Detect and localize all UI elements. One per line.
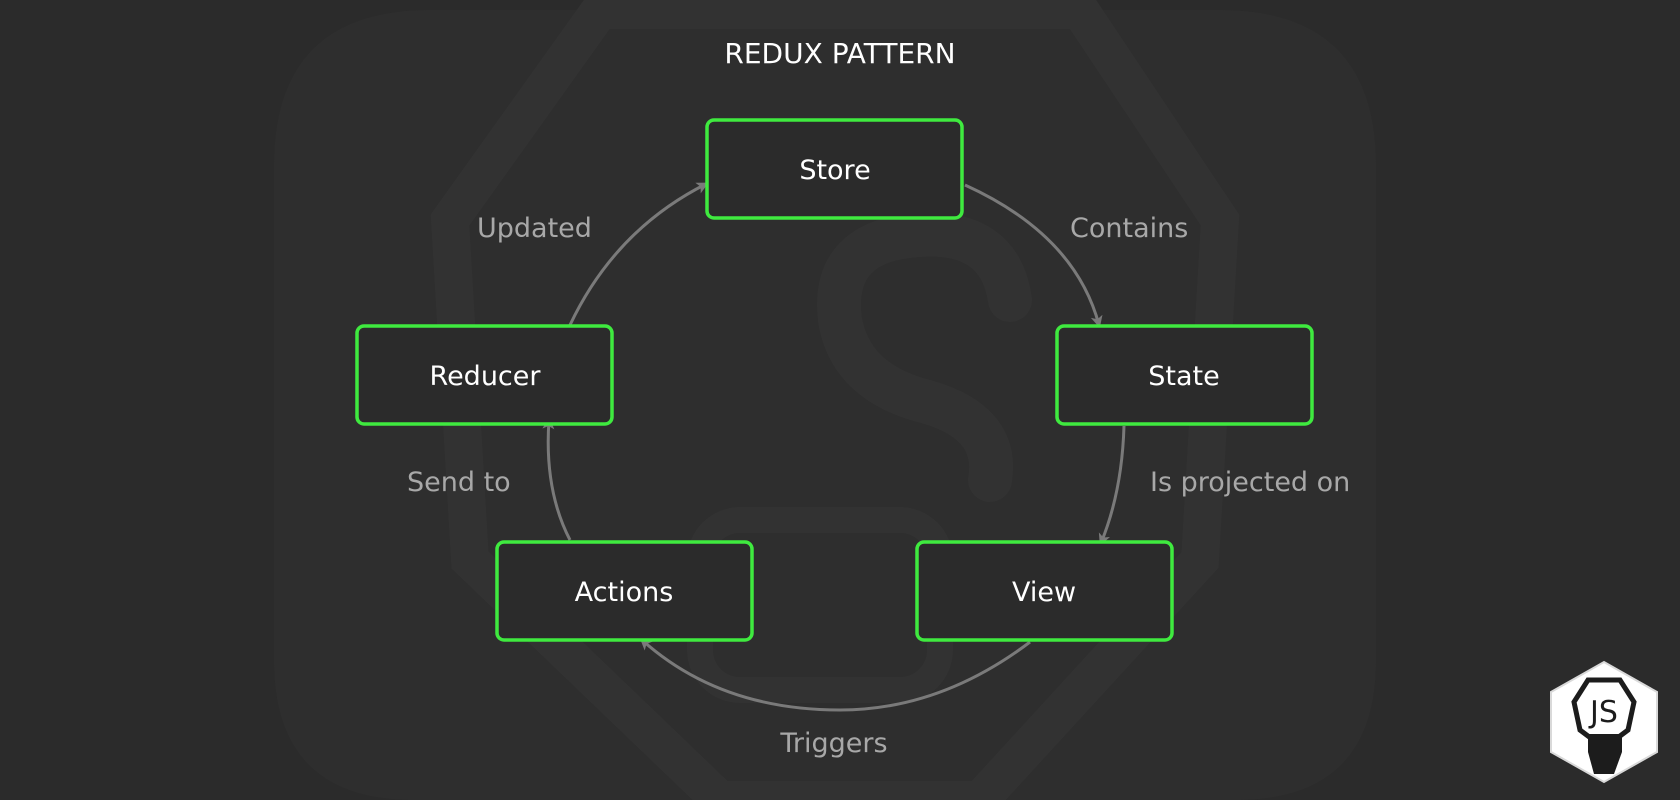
node-store: Store [705, 118, 964, 220]
edge-reducer-to-store [568, 182, 709, 326]
node-actions: Actions [495, 540, 754, 642]
edge-label-send-to: Send to [407, 467, 511, 498]
edge-label-contains: Contains [1070, 213, 1188, 244]
edge-label-updated: Updated [477, 213, 592, 244]
node-state: State [1055, 324, 1314, 426]
node-view: View [915, 540, 1174, 642]
diagram-title: REDUX PATTERN [724, 37, 955, 70]
node-store-label: Store [799, 155, 870, 186]
node-reducer: Reducer [355, 324, 614, 426]
edge-label-triggers: Triggers [779, 728, 887, 759]
node-view-label: View [1012, 577, 1076, 608]
node-reducer-label: Reducer [430, 361, 542, 392]
edge-state-to-view [1098, 425, 1126, 546]
edge-store-to-state [964, 183, 1103, 328]
edge-actions-to-reducer [542, 417, 572, 541]
edge-view-to-actions [639, 637, 1031, 712]
js-fist-logo-icon: JS [1550, 660, 1658, 784]
node-state-label: State [1148, 361, 1219, 392]
edge-label-is-projected-on: Is projected on [1150, 467, 1350, 498]
logo-text: JS [1588, 695, 1618, 730]
node-actions-label: Actions [575, 577, 674, 608]
